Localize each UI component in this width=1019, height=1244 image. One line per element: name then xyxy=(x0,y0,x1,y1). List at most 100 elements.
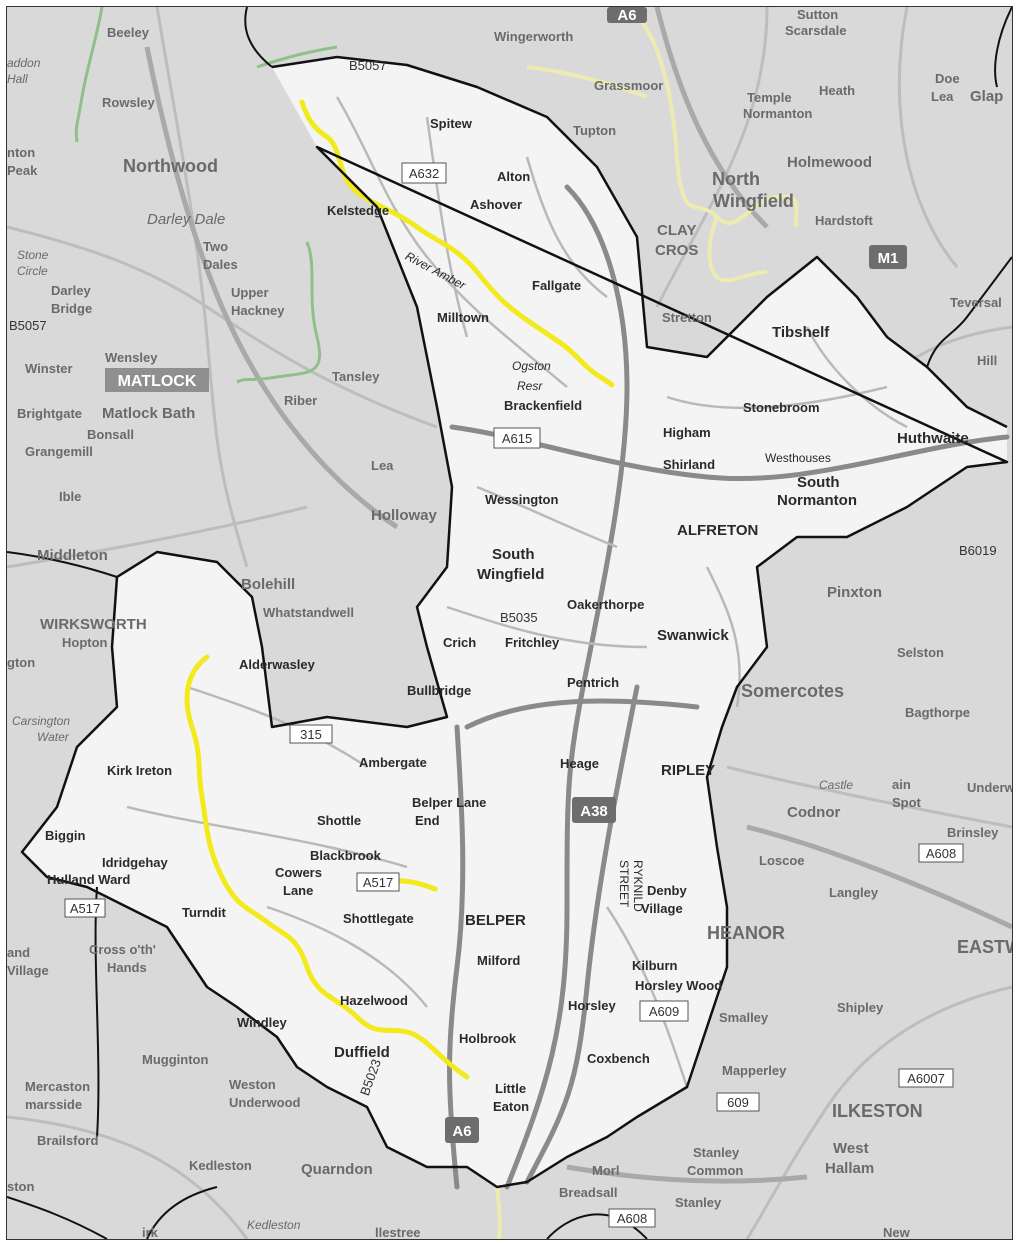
place-coxbench: Coxbench xyxy=(587,1051,650,1066)
road-label-a517-left: A517 xyxy=(64,898,106,918)
road-label-315: 315 xyxy=(289,724,333,744)
place-hardstoft: Hardstoft xyxy=(815,213,873,228)
place-tibshelf: Tibshelf xyxy=(772,324,830,341)
pale-yellow-route xyxy=(495,7,799,1239)
road-label-a608-right: A608 xyxy=(918,843,964,863)
place-cross-o-th-hands: Cross o'th'Hands xyxy=(89,942,156,975)
place-milford: Milford xyxy=(477,953,520,968)
place-wingerworth: Wingerworth xyxy=(494,29,573,44)
place-underwood: Underw xyxy=(967,780,1012,795)
road-label-b5035: B5035 xyxy=(500,610,538,625)
place-matlock-bath: Matlock Bath xyxy=(102,405,195,422)
road-label-a632: A632 xyxy=(401,162,447,184)
road-label-a609: A609 xyxy=(639,1000,689,1022)
place-castle: Castle xyxy=(819,778,853,792)
a38-shield: A38 xyxy=(572,797,616,823)
place-alfreton: ALFRETON xyxy=(677,522,758,539)
place-bolehill: Bolehill xyxy=(241,576,295,593)
green-route xyxy=(74,7,338,384)
place-mapperley: Mapperley xyxy=(722,1063,787,1078)
road-label-a6007: A6007 xyxy=(898,1068,954,1088)
road-label-b5057-left: B5057 xyxy=(9,318,47,333)
place-hopton: Hopton xyxy=(62,635,108,650)
place-stanley: Stanley xyxy=(675,1195,722,1210)
place-westhouses: Westhouses xyxy=(765,451,831,465)
place-codnor: Codnor xyxy=(787,804,840,821)
place-matlock: MATLOCK xyxy=(118,373,197,390)
place-brightgate: Brightgate xyxy=(17,406,82,421)
place-ogston: Ogston xyxy=(512,359,551,373)
outer-boundaries xyxy=(7,7,1012,1239)
svg-text:A517: A517 xyxy=(363,875,393,890)
place-ashover: Ashover xyxy=(470,197,522,212)
place-rowsley: Rowsley xyxy=(102,95,156,110)
place-grangemill: Grangemill xyxy=(25,444,93,459)
place-windley: Windley xyxy=(237,1015,287,1030)
place-shottlegate: Shottlegate xyxy=(343,911,414,926)
place-hill: Hill xyxy=(977,353,997,368)
svg-text:A608: A608 xyxy=(926,846,956,861)
place-ible: Ible xyxy=(59,489,81,504)
m1-shield: M1 xyxy=(869,245,907,269)
place-selston: Selston xyxy=(897,645,944,660)
place-grassmoor: Grassmoor xyxy=(594,78,663,93)
place-higham: Higham xyxy=(663,425,711,440)
place-smalley: Smalley xyxy=(719,1010,769,1025)
svg-text:A608: A608 xyxy=(617,1211,647,1226)
place-ambergate: Ambergate xyxy=(359,755,427,770)
place-bullbridge: Bullbridge xyxy=(407,683,471,698)
place-belper: BELPER xyxy=(465,912,526,929)
svg-text:A6007: A6007 xyxy=(907,1071,945,1086)
place-milltown: Milltown xyxy=(437,310,489,325)
catchment-boundary xyxy=(20,55,1009,1189)
place-new: New xyxy=(883,1225,911,1239)
catchment-map: A38 A6 A6 M1 A632 A615 A609 A517 A517 A6… xyxy=(7,7,1012,1239)
place-resr: Resr xyxy=(517,379,543,393)
place-horsley-woodhouse: Horsley Wood xyxy=(635,978,722,993)
place-quarndon: Quarndon xyxy=(301,1161,373,1178)
place-biggin: Biggin xyxy=(45,828,85,843)
road-label-b6019: B6019 xyxy=(959,543,997,558)
place-bonsall: Bonsall xyxy=(87,427,134,442)
svg-text:A632: A632 xyxy=(409,166,439,181)
a61-shield: A6 xyxy=(607,7,647,24)
place-fallgate: Fallgate xyxy=(532,278,581,293)
place-idridgehay: Idridgehay xyxy=(102,855,169,870)
place-eastwood: EASTW xyxy=(957,937,1012,957)
place-middleton: Middleton xyxy=(37,547,108,564)
place-lea: Lea xyxy=(371,458,394,473)
inside-places: Spitew Alton Kelstedge Ashover Fallgate … xyxy=(45,116,969,1114)
place-holbrook: Holbrook xyxy=(459,1031,517,1046)
place-stretton: Stretton xyxy=(662,310,712,325)
background-major-roads xyxy=(144,7,1012,1184)
place-swanwick: Swanwick xyxy=(657,627,729,644)
svg-text:315: 315 xyxy=(300,727,322,742)
m1-shield-label: M1 xyxy=(878,250,899,267)
place-loscoe: Loscoe xyxy=(759,853,805,868)
place-kedleston: Kedleston xyxy=(189,1158,252,1173)
matlock-box: MATLOCK xyxy=(105,368,209,392)
place-breadsall: Breadsall xyxy=(559,1185,618,1200)
place-heage: Heage xyxy=(560,756,599,771)
place-winster: Winster xyxy=(25,361,73,376)
place-brackenfield: Brackenfield xyxy=(504,398,582,413)
place-ston: ston xyxy=(7,1179,35,1194)
place-wirksworth: WIRKSWORTH xyxy=(40,616,147,633)
place-tansley: Tansley xyxy=(332,369,380,384)
place-pentrich: Pentrich xyxy=(567,675,619,690)
inner-minor-roads xyxy=(126,96,908,1088)
place-beeley: Beeley xyxy=(107,25,150,40)
road-label-a615: A615 xyxy=(493,427,541,449)
